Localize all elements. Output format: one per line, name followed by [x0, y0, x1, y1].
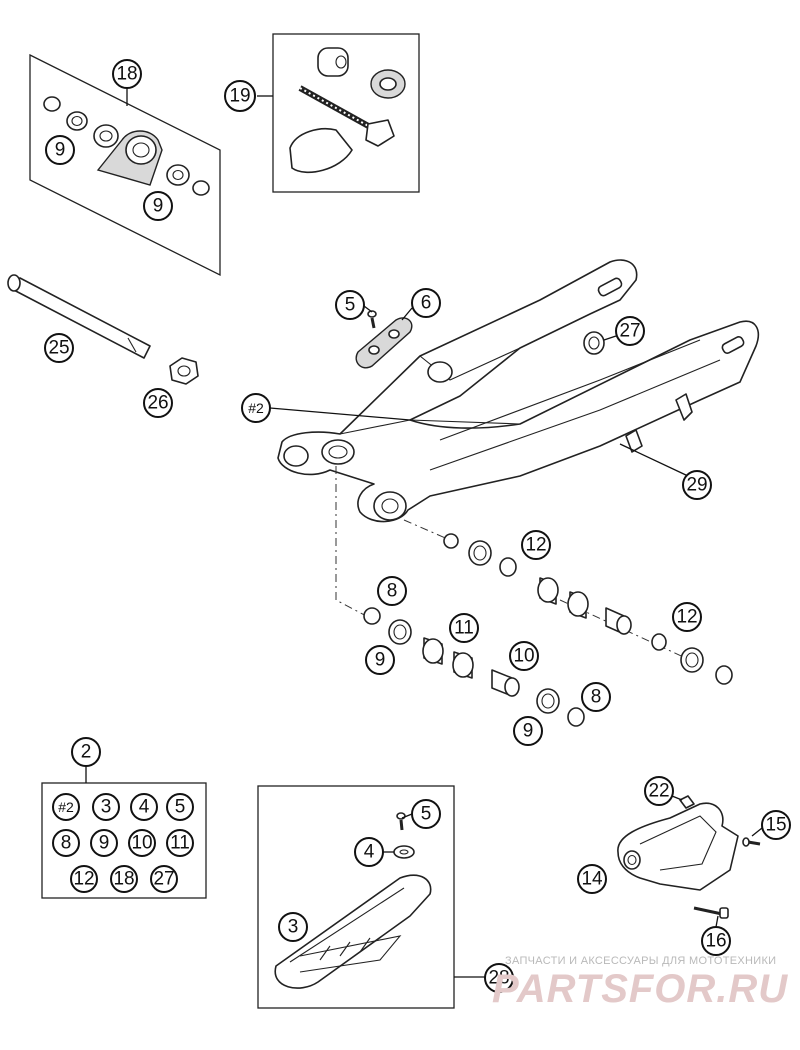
ring-27: [583, 331, 605, 355]
svg-text:12: 12: [73, 869, 94, 890]
swingarm: [277, 259, 760, 523]
svg-text:9: 9: [55, 140, 66, 161]
svg-text:5: 5: [175, 797, 186, 818]
svg-text:11: 11: [454, 618, 474, 639]
svg-text:18: 18: [113, 869, 134, 890]
callout-16: 16: [701, 926, 731, 956]
chain-guide: [617, 795, 761, 919]
kit-item: 3: [92, 793, 120, 821]
kit-28-box: [257, 785, 488, 1009]
callout-11: 11: [449, 613, 479, 643]
svg-text:6: 6: [421, 293, 432, 314]
svg-text:15: 15: [765, 815, 786, 836]
svg-text:25: 25: [48, 338, 69, 359]
kit-item: 12: [70, 865, 98, 893]
callout-8: 8: [581, 682, 611, 712]
callout-14: 14: [577, 864, 607, 894]
svg-text:#2: #2: [58, 799, 74, 815]
callout-10: 10: [509, 641, 539, 671]
callout-25: 25: [44, 333, 74, 363]
svg-text:8: 8: [591, 687, 602, 708]
pivot-axle: [7, 274, 151, 359]
svg-text:12: 12: [676, 607, 697, 628]
svg-text:#2: #2: [248, 400, 264, 416]
callouts: 18 9 9 19 25 26 5 6 27 #2 29 12 8 11 12 …: [44, 59, 791, 993]
svg-text:9: 9: [523, 721, 534, 742]
kit-item: 9: [90, 829, 118, 857]
callout-29: 29: [682, 470, 712, 500]
leader-lines: [269, 407, 689, 477]
bearing-stack-lower: [363, 607, 585, 727]
kit-2-contents: #2 3 4 5 8 9 10 11 12 18 27: [52, 793, 194, 893]
svg-text:4: 4: [364, 842, 375, 863]
svg-text:10: 10: [131, 833, 152, 854]
pivot-nut: [169, 357, 199, 385]
callout-26: 26: [143, 388, 173, 418]
svg-text:8: 8: [387, 581, 398, 602]
kit-item: 4: [130, 793, 158, 821]
callout-18: 18: [112, 59, 142, 89]
callout-2: 2: [71, 737, 101, 767]
callout-6: 6: [411, 288, 441, 318]
svg-text:28: 28: [488, 968, 509, 989]
svg-text:5: 5: [421, 804, 432, 825]
callout-8: 8: [377, 576, 407, 606]
kit-item: 18: [110, 865, 138, 893]
callout-27: 27: [615, 316, 645, 346]
svg-text:12: 12: [525, 535, 546, 556]
svg-text:9: 9: [153, 196, 164, 217]
svg-text:11: 11: [170, 833, 190, 854]
kit-item: 5: [166, 793, 194, 821]
callout-9: 9: [45, 135, 75, 165]
watermark-tagline: ЗАПЧАСТИ И АКСЕССУАРЫ ДЛЯ МОТОТЕХНИКИ: [505, 955, 777, 967]
svg-text:14: 14: [581, 869, 603, 890]
watermark-logo: PARTSFOR.RU: [492, 967, 789, 1011]
kit-19-box: [257, 33, 420, 193]
svg-text:9: 9: [375, 650, 386, 671]
callout-15: 15: [761, 810, 791, 840]
callout-28: 28: [484, 963, 514, 993]
svg-text:27: 27: [619, 321, 640, 342]
callout-22: 22: [644, 776, 674, 806]
callout-12: 12: [672, 602, 702, 632]
callout-4: 4: [354, 837, 384, 867]
callout-5: 5: [411, 799, 441, 829]
kit-2-box: [41, 766, 207, 899]
svg-text:16: 16: [705, 931, 726, 952]
kit-item: 10: [128, 829, 156, 857]
callout-9: 9: [365, 645, 395, 675]
svg-text:4: 4: [139, 797, 150, 818]
callout-9: 9: [513, 716, 543, 746]
svg-text:2: 2: [81, 742, 92, 763]
callout-hash2: #2: [241, 393, 271, 423]
kit-item: #2: [52, 793, 80, 821]
callout-19: 19: [224, 80, 256, 112]
svg-text:27: 27: [153, 869, 174, 890]
svg-text:26: 26: [147, 393, 168, 414]
svg-text:3: 3: [288, 917, 299, 938]
svg-text:8: 8: [61, 833, 72, 854]
svg-text:18: 18: [116, 64, 137, 85]
kit-18-box: [29, 53, 221, 277]
callout-3: 3: [278, 912, 308, 942]
bearing-stack-upper: [443, 533, 733, 685]
kit-item: 11: [166, 829, 194, 857]
svg-text:10: 10: [513, 646, 534, 667]
svg-text:19: 19: [229, 86, 250, 107]
svg-text:5: 5: [345, 295, 356, 316]
callout-12: 12: [521, 530, 551, 560]
svg-text:9: 9: [99, 833, 110, 854]
kit-item: 8: [52, 829, 80, 857]
chain-guide-clamp: [355, 310, 413, 369]
callout-5: 5: [335, 290, 365, 320]
callout-9: 9: [143, 191, 173, 221]
svg-text:22: 22: [648, 781, 669, 802]
svg-text:3: 3: [101, 797, 112, 818]
kit-item: 27: [150, 865, 178, 893]
svg-text:29: 29: [686, 475, 707, 496]
